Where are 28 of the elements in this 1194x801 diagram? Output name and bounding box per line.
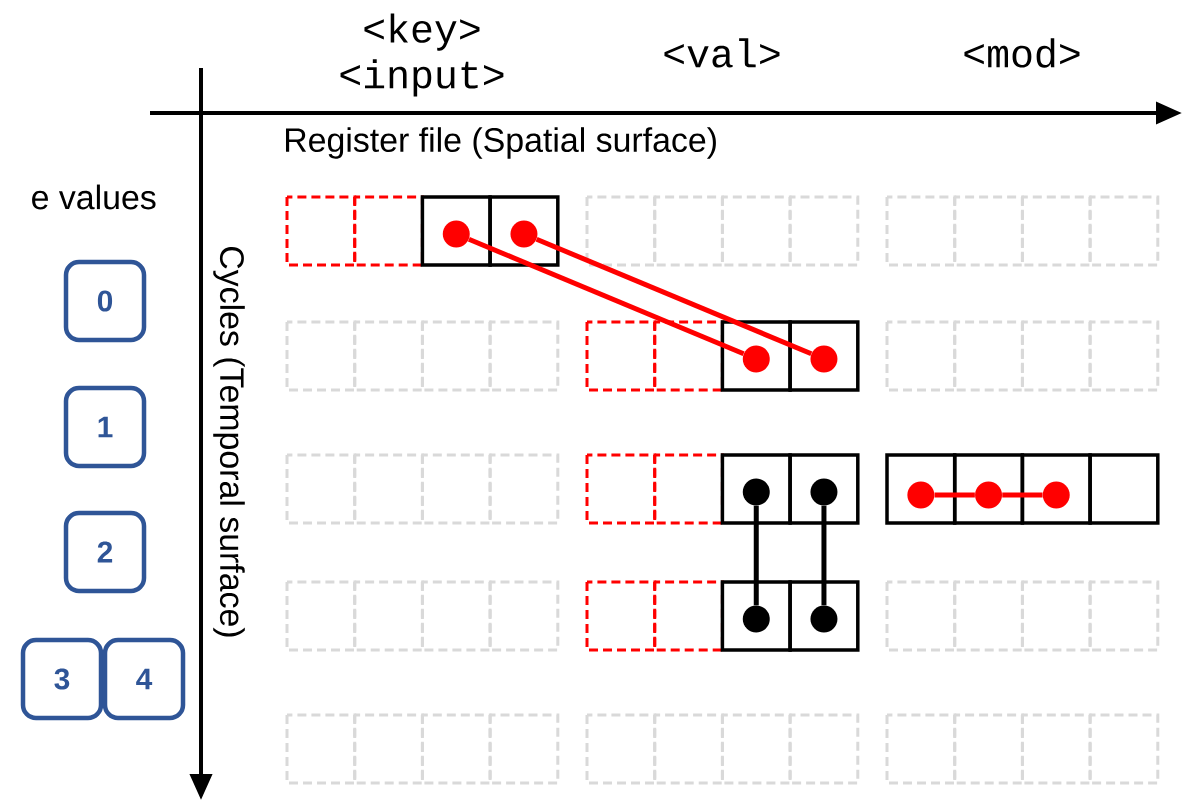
- connector-line: [467, 236, 745, 357]
- value-box: 3: [20, 637, 104, 721]
- dot: [442, 220, 470, 248]
- dot: [975, 481, 1003, 509]
- dot: [742, 605, 770, 633]
- connector-line: [934, 492, 975, 498]
- axis-title: Cycles (Temporal surface): [213, 247, 245, 637]
- value-box: 4: [102, 637, 186, 721]
- dot: [810, 478, 838, 506]
- dot: [510, 220, 538, 248]
- dot: [742, 478, 770, 506]
- value-box: 0: [63, 259, 147, 343]
- axis-title: Register file (Spatial surface): [286, 127, 716, 159]
- column-header: <val>: [664, 38, 780, 68]
- value-box: 2: [63, 510, 147, 594]
- dot: [1042, 481, 1070, 509]
- value-box: 1: [63, 385, 147, 469]
- connector-line: [535, 236, 813, 357]
- connector-line: [1002, 492, 1043, 498]
- dot: [742, 345, 770, 373]
- dot: [907, 481, 935, 509]
- connector-line: [821, 505, 827, 606]
- section-title: e values: [32, 184, 156, 210]
- column-header: <mod>: [964, 38, 1080, 68]
- connector-line: [753, 505, 759, 606]
- dot: [810, 605, 838, 633]
- dot: [810, 345, 838, 373]
- column-header: <key> <input>: [340, 13, 504, 97]
